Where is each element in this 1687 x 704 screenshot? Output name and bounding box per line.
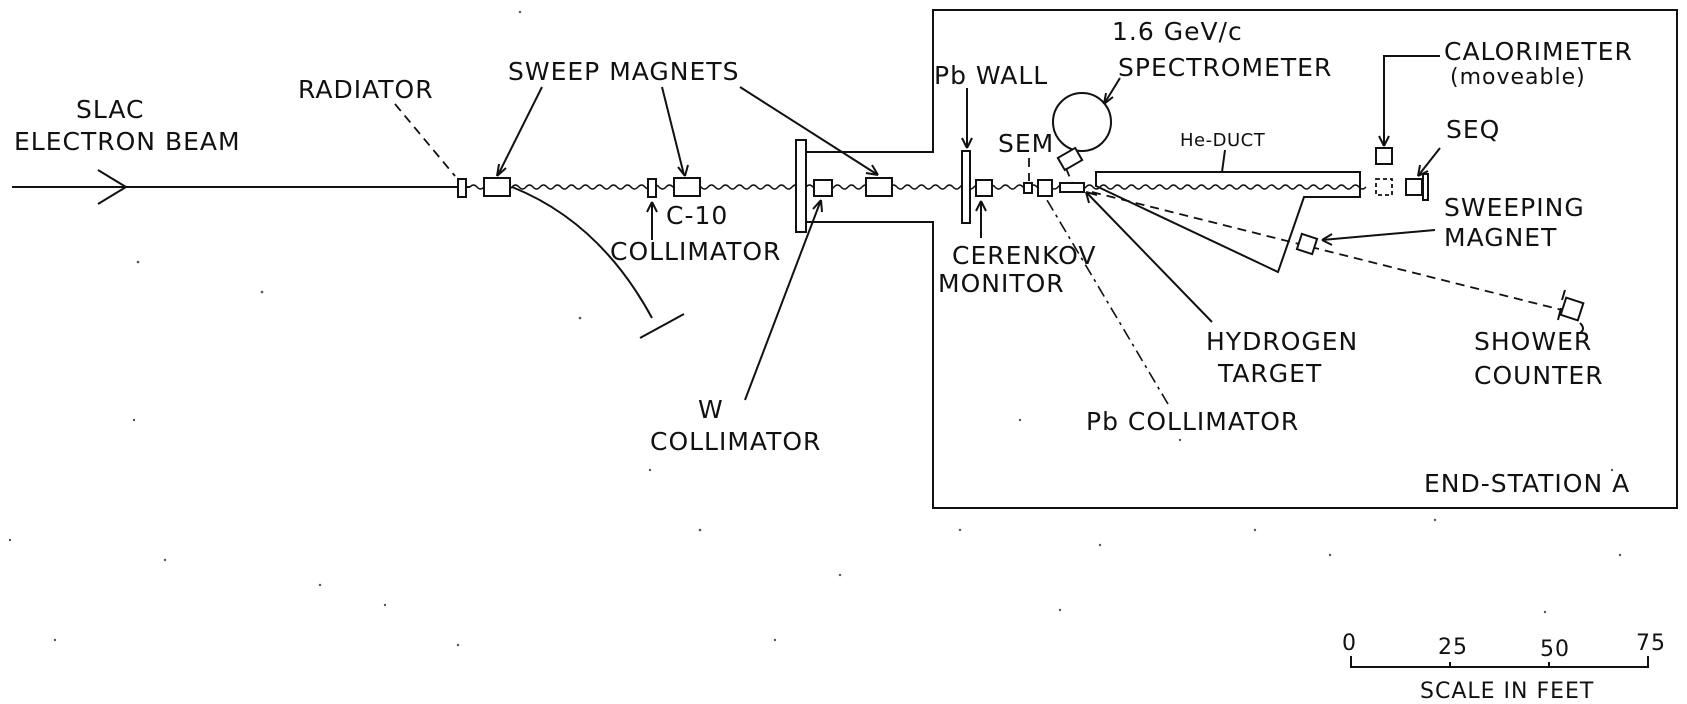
label-pb-collimator: Pb COLLIMATOR (1086, 407, 1299, 436)
sem (1023, 182, 1033, 194)
label-shower-1: SHOWER (1474, 327, 1592, 356)
sweep-magnet-2 (673, 177, 701, 197)
sweep-pointer-3 (739, 86, 879, 176)
radiator-pointer (394, 103, 456, 177)
end-station-outline (795, 9, 1678, 509)
label-seq: SEQ (1446, 115, 1500, 144)
scale-tick-0: 0 (1342, 631, 1357, 656)
scale-tick-25: 25 (1438, 635, 1468, 660)
scale-tick-50: 50 (1540, 637, 1570, 662)
label-spectrometer-2: SPECTROMETER (1118, 53, 1332, 82)
label-radiator: RADIATOR (298, 75, 434, 104)
label-hydrogen-1: HYDROGEN (1206, 327, 1358, 356)
label-pb-wall: Pb WALL (934, 61, 1048, 90)
scale-bar (1350, 656, 1649, 668)
w-collimator-plate (795, 139, 807, 233)
scan-specks (8, 10, 1622, 647)
seq-plate (1422, 173, 1429, 201)
label-collimator: COLLIMATOR (610, 237, 781, 266)
scattered-photon-path (1091, 191, 1563, 311)
electron-beam-arrow (12, 169, 470, 205)
label-sweeping-1: SWEEPING (1444, 193, 1585, 222)
label-cerenkov-1: CERENKOV (952, 241, 1097, 270)
label-w-1: W (698, 395, 724, 424)
label-cerenkov-2: MONITOR (938, 269, 1065, 298)
scale-tick-75: 75 (1636, 631, 1666, 656)
calorimeter-pointer (1383, 55, 1440, 146)
seq-pointer (1417, 147, 1441, 177)
calorimeter (1375, 147, 1393, 165)
scale-title: SCALE IN FEET (1420, 679, 1594, 704)
he-duct-pointer (1221, 149, 1226, 173)
label-calorimeter-1: CALORIMETER (1444, 37, 1633, 66)
electron-dump (511, 186, 685, 339)
c10-collimator (647, 178, 657, 198)
label-sweep-magnets: SWEEP MAGNETS (508, 57, 739, 86)
sweep-magnet-1 (483, 177, 511, 197)
seq (1405, 178, 1423, 196)
label-shower-2: COUNTER (1474, 361, 1604, 390)
spectrometer (1052, 77, 1121, 184)
cerenkov-monitor (975, 179, 993, 197)
w-pointer (744, 199, 822, 401)
radiator (457, 178, 467, 198)
w-collimator (813, 179, 833, 197)
sweep-magnet-3 (865, 177, 893, 197)
label-beam-2: ELECTRON BEAM (14, 127, 241, 156)
label-end-station: END-STATION A (1424, 469, 1630, 498)
hydrogen-pointer (1085, 191, 1213, 323)
pb-collimator (1037, 179, 1053, 197)
sweep-pointer-2 (661, 86, 685, 176)
sweep-pointer-1 (497, 86, 543, 176)
sweeping-magnet (1295, 232, 1319, 256)
label-beam-1: SLAC (76, 95, 145, 124)
label-w-2: COLLIMATOR (650, 427, 821, 456)
shower-counter (1557, 289, 1585, 334)
calorimeter-beam-position (1375, 178, 1393, 196)
label-calorimeter-2: (moveable) (1450, 65, 1586, 90)
photon-beam (469, 184, 1367, 190)
label-sem: SEM (998, 129, 1054, 158)
label-spectrometer-1: 1.6 GeV/c (1112, 17, 1243, 46)
hydrogen-target (1059, 182, 1085, 193)
he-duct (1095, 171, 1361, 274)
label-he-duct: He-DUCT (1180, 130, 1266, 151)
label-hydrogen-2: TARGET (1217, 359, 1322, 388)
labels: SLAC ELECTRON BEAM RADIATOR SWEEP MAGNET… (14, 17, 1666, 704)
label-c10: C-10 (666, 201, 728, 230)
label-sweeping-2: MAGNET (1444, 223, 1557, 252)
pb-wall (961, 150, 971, 224)
pb-collimator-pointer (1046, 199, 1169, 405)
sweeping-pointer (1321, 229, 1436, 241)
